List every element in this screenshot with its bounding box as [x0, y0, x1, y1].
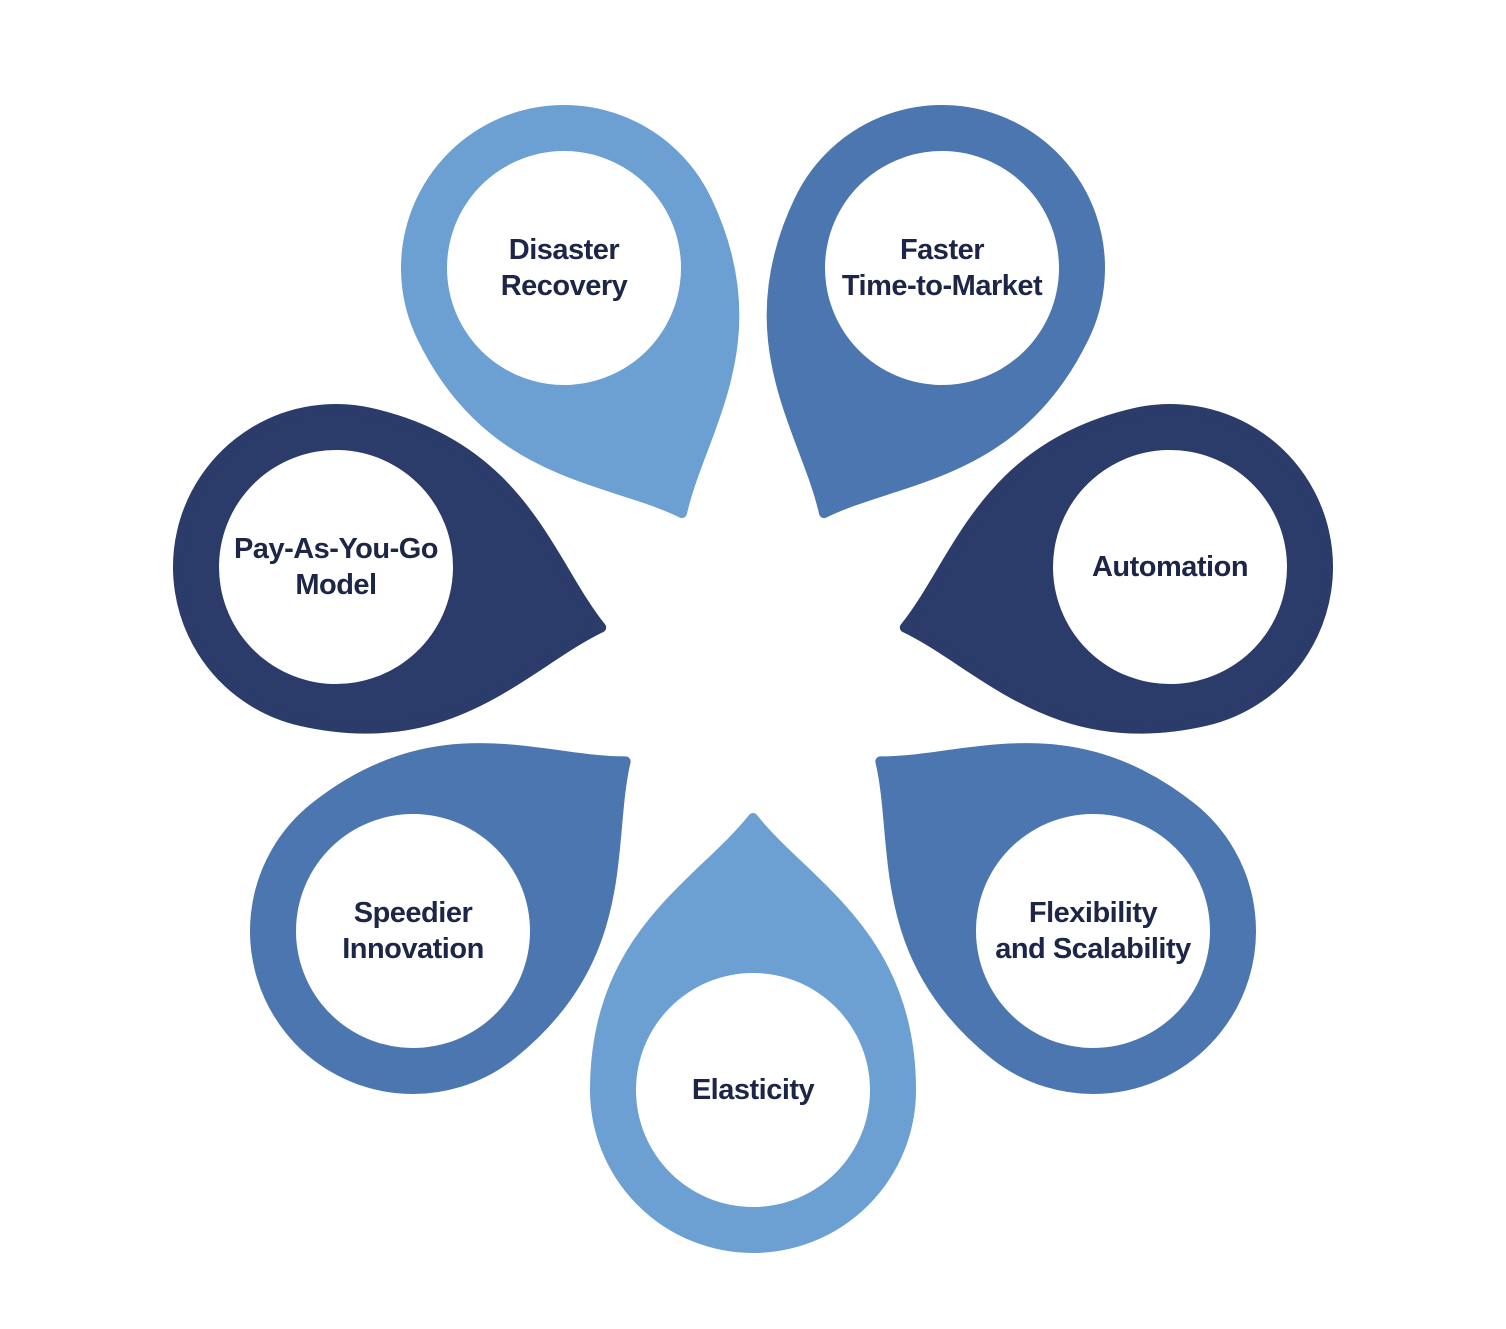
pin-inner-circle: [636, 973, 870, 1207]
pin-inner-circle: [447, 151, 681, 385]
pin-automation: [870, 378, 1360, 782]
pin-inner-circle: [976, 814, 1210, 1048]
pin-pay-as-you-go-model: [147, 378, 637, 782]
pin-inner-circle: [1053, 450, 1287, 684]
pin-inner-circle: [296, 814, 530, 1048]
pin-inner-circle: [219, 450, 453, 684]
pin-disaster-recovery: [353, 57, 824, 582]
pin-faster-time-to-market: [682, 57, 1153, 582]
pin-speedier-innovation: [191, 638, 724, 1153]
pin-inner-circle: [825, 151, 1059, 385]
pin-elasticity: [595, 818, 911, 1248]
pin-flexibility-and-scalability: [782, 638, 1315, 1153]
